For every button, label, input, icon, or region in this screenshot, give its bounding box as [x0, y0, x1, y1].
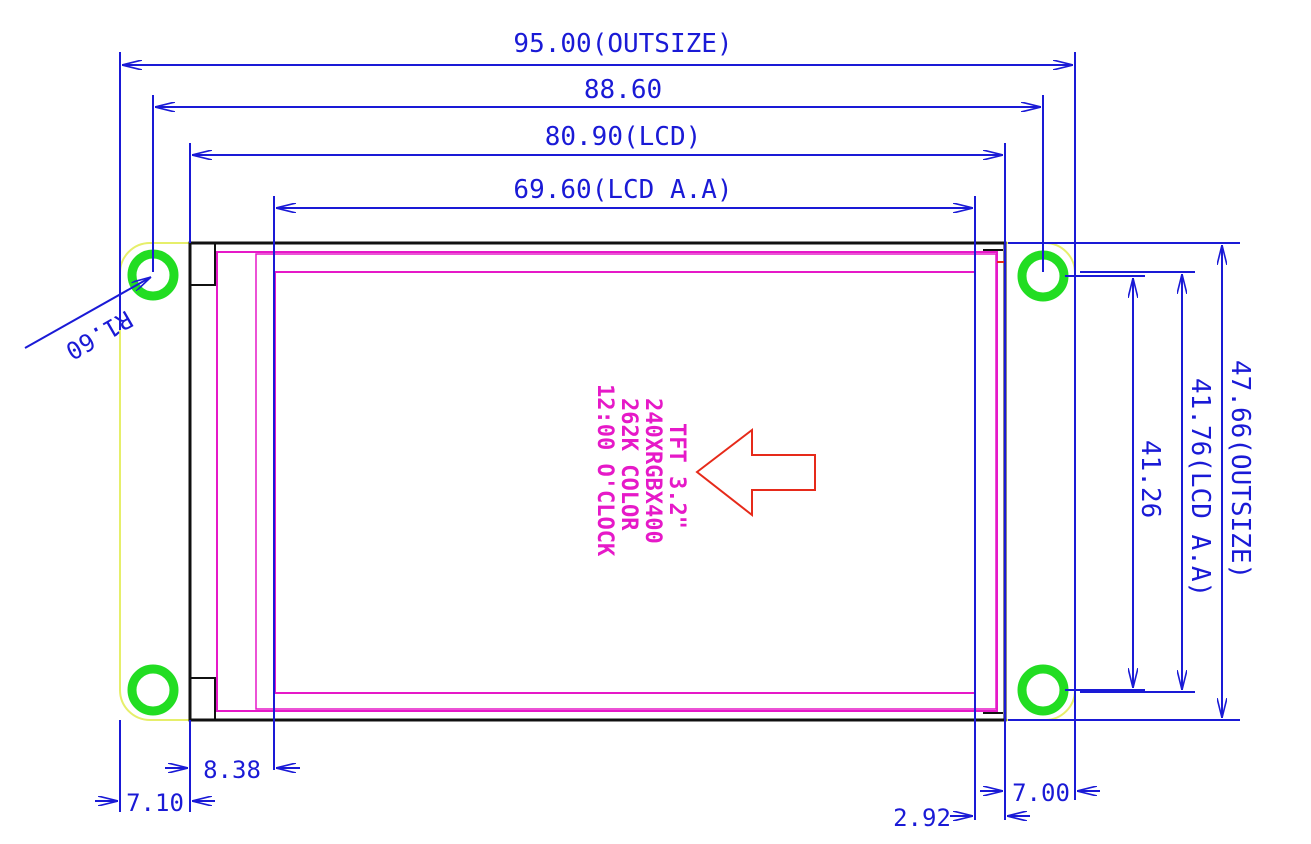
dimension-left-offset-lcd: 7.10: [95, 720, 215, 817]
mounting-hole-bottom-right: [1017, 664, 1069, 716]
dimension-label-left-offset-lcd: 7.10: [126, 789, 184, 817]
dimension-corner-radius: R1.60: [24, 276, 151, 365]
dimension-outsize-width: 95.00(OUTSIZE): [119, 29, 1076, 800]
dimension-hole-pitch-height: 41.26: [1065, 275, 1165, 691]
dimension-label-lcd-aa-width: 69.60(LCD A.A): [513, 175, 732, 205]
dimension-right-offset-lcd: 7.00: [980, 779, 1100, 807]
panel-note-line3: 262K COLOR: [616, 398, 641, 531]
panel-note-line2: 240XRGBX400: [640, 398, 665, 544]
panel-note-line4: 12:00 O'CLOCK: [592, 384, 617, 557]
dimension-label-corner-radius: R1.60: [61, 305, 138, 365]
orientation-arrow: [695, 427, 816, 518]
dimension-right-offset-aa: 2.92: [893, 804, 1030, 832]
dimension-label-right-offset-aa: 2.92: [893, 804, 951, 832]
mounting-hole-bottom-left: [127, 664, 179, 716]
dimension-label-left-offset-aa: 8.38: [203, 756, 261, 784]
dimension-label-hole-pitch-width: 88.60: [584, 75, 662, 105]
dimension-lcd-aa-height: 41.76(LCD A.A): [1080, 271, 1215, 693]
dimension-left-offset-aa: 8.38: [165, 720, 300, 812]
dimension-label-outsize-height: 47.66(OUTSIZE): [1225, 360, 1255, 579]
dimension-label-outsize-width: 95.00(OUTSIZE): [513, 29, 732, 59]
dimension-label-right-offset-lcd: 7.00: [1012, 779, 1070, 807]
dimension-lcd-width: 80.90(LCD): [189, 122, 1006, 820]
dimension-label-hole-pitch-height: 41.26: [1135, 440, 1165, 518]
dimension-label-lcd-width: 80.90(LCD): [545, 122, 702, 152]
dimension-label-lcd-aa-height: 41.76(LCD A.A): [1185, 378, 1215, 597]
dimension-lcd-aa-width: 69.60(LCD A.A): [273, 175, 976, 820]
panel-note-line1: TFT 3.2": [664, 423, 689, 529]
panel-note: TFT 3.2" 240XRGBX400 262K COLOR 12:00 O'…: [592, 384, 689, 557]
dimension-outsize-height: 47.66(OUTSIZE): [1008, 242, 1255, 721]
